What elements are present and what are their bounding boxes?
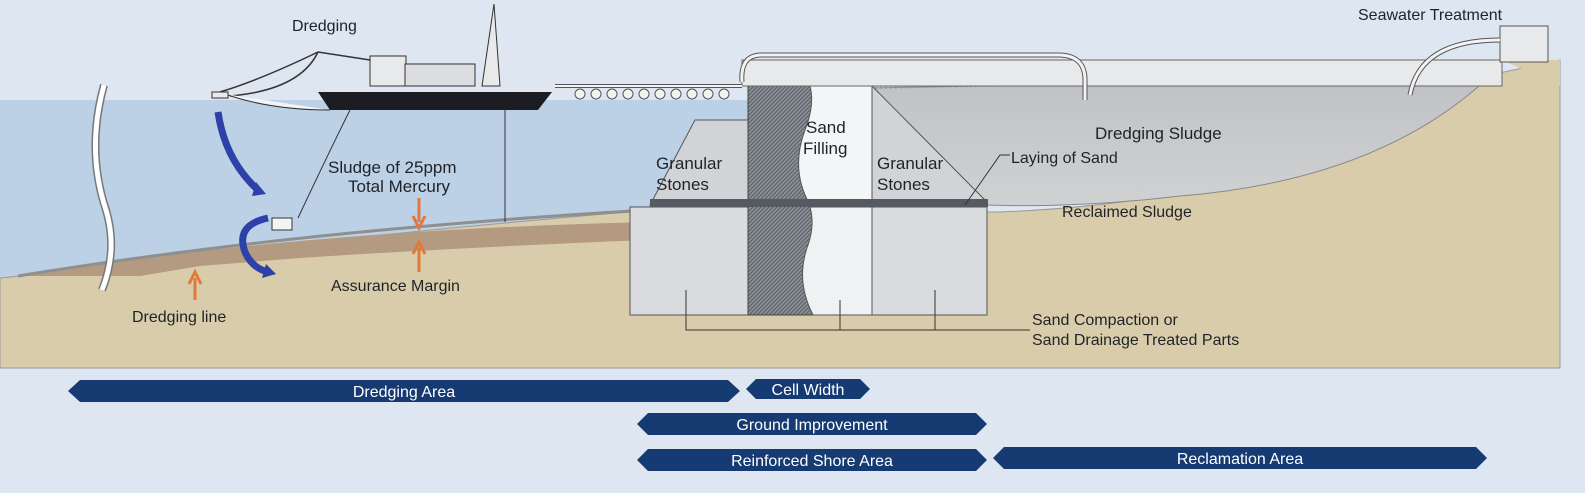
improved-ground-right <box>871 206 988 316</box>
dredger-crane <box>219 51 371 97</box>
label-sludge-line2: Total Mercury <box>348 177 451 196</box>
bar-ground-improvement <box>637 413 987 435</box>
bar-reinforced-shore-area <box>637 449 987 471</box>
laying-of-sand-strip <box>650 199 988 207</box>
dredge-arrow-down-head <box>252 182 266 196</box>
label-granular-right-2: Stones <box>877 175 930 194</box>
bar-cell-width <box>746 379 870 399</box>
dredge-arrow-curl <box>239 214 269 276</box>
label-filling: Filling <box>803 139 847 158</box>
label-sand-compaction-1: Sand Compaction or <box>1032 312 1179 329</box>
label-dredging-line: Dredging line <box>132 309 226 326</box>
dredger-cabin <box>369 55 407 87</box>
orange-arrow-up <box>411 238 427 272</box>
label-seawater-treatment: Seawater Treatment <box>1358 7 1503 24</box>
label-reclaimed-sludge: Reclaimed Sludge <box>1062 204 1192 221</box>
label-sludge-line1: Sludge of 25ppm <box>328 158 457 177</box>
sludge-layer <box>18 222 650 276</box>
improved-ground-left <box>629 206 749 316</box>
dredger-deckhouse <box>404 63 476 87</box>
orange-arrow-dredge-line <box>187 268 203 300</box>
bar-reinforced-shore-area-label: Reinforced Shore Area <box>731 453 893 470</box>
label-dredging: Dredging <box>292 18 357 35</box>
return-pipe-inner <box>1408 38 1501 96</box>
reclamation-slope <box>1502 60 1560 86</box>
bar-dredging-area <box>68 380 740 402</box>
dredging-line <box>17 208 651 278</box>
cell-top-slab <box>741 59 1503 87</box>
label-granular-left-2: Stones <box>656 175 709 194</box>
label-assurance-margin: Assurance Margin <box>331 278 460 295</box>
label-granular-right-1: Granular <box>877 154 943 173</box>
bar-reclamation-area <box>993 447 1487 469</box>
grab-bucket-wire <box>224 93 331 111</box>
label-dredging-sludge: Dredging Sludge <box>1095 124 1222 143</box>
seawater-treatment-box <box>1499 25 1549 63</box>
discharge-pipe-right-inner <box>740 53 1087 100</box>
bar-reclamation-area-label: Reclamation Area <box>1177 451 1303 468</box>
laying-sand-leader <box>964 154 1010 206</box>
dredger-hull <box>318 92 552 110</box>
grab-bucket <box>271 217 293 231</box>
label-granular-left-1: Granular <box>656 154 722 173</box>
dredge-arrow-curl-head <box>262 264 276 278</box>
bar-cell-width-label: Cell Width <box>772 382 845 399</box>
label-sand-compaction-2: Sand Drainage Treated Parts <box>1032 332 1239 349</box>
grab-line <box>297 109 351 219</box>
pipeline-floats <box>574 88 730 100</box>
dredging-sludge-body <box>869 75 1492 207</box>
floating-buoy <box>211 91 229 99</box>
break-line-left-inner <box>93 84 114 291</box>
label-sand: Sand <box>806 118 846 137</box>
bar-ground-improvement-label: Ground Improvement <box>736 417 888 434</box>
sand-filling-lower <box>802 206 873 316</box>
dredger-mast <box>481 3 501 87</box>
bar-dredging-area-label: Dredging Area <box>353 384 455 401</box>
orange-arrow-down <box>411 198 427 232</box>
compaction-leader <box>685 290 1030 331</box>
label-laying-of-sand: Laying of Sand <box>1011 150 1118 167</box>
dredge-arrow-down <box>214 111 261 193</box>
